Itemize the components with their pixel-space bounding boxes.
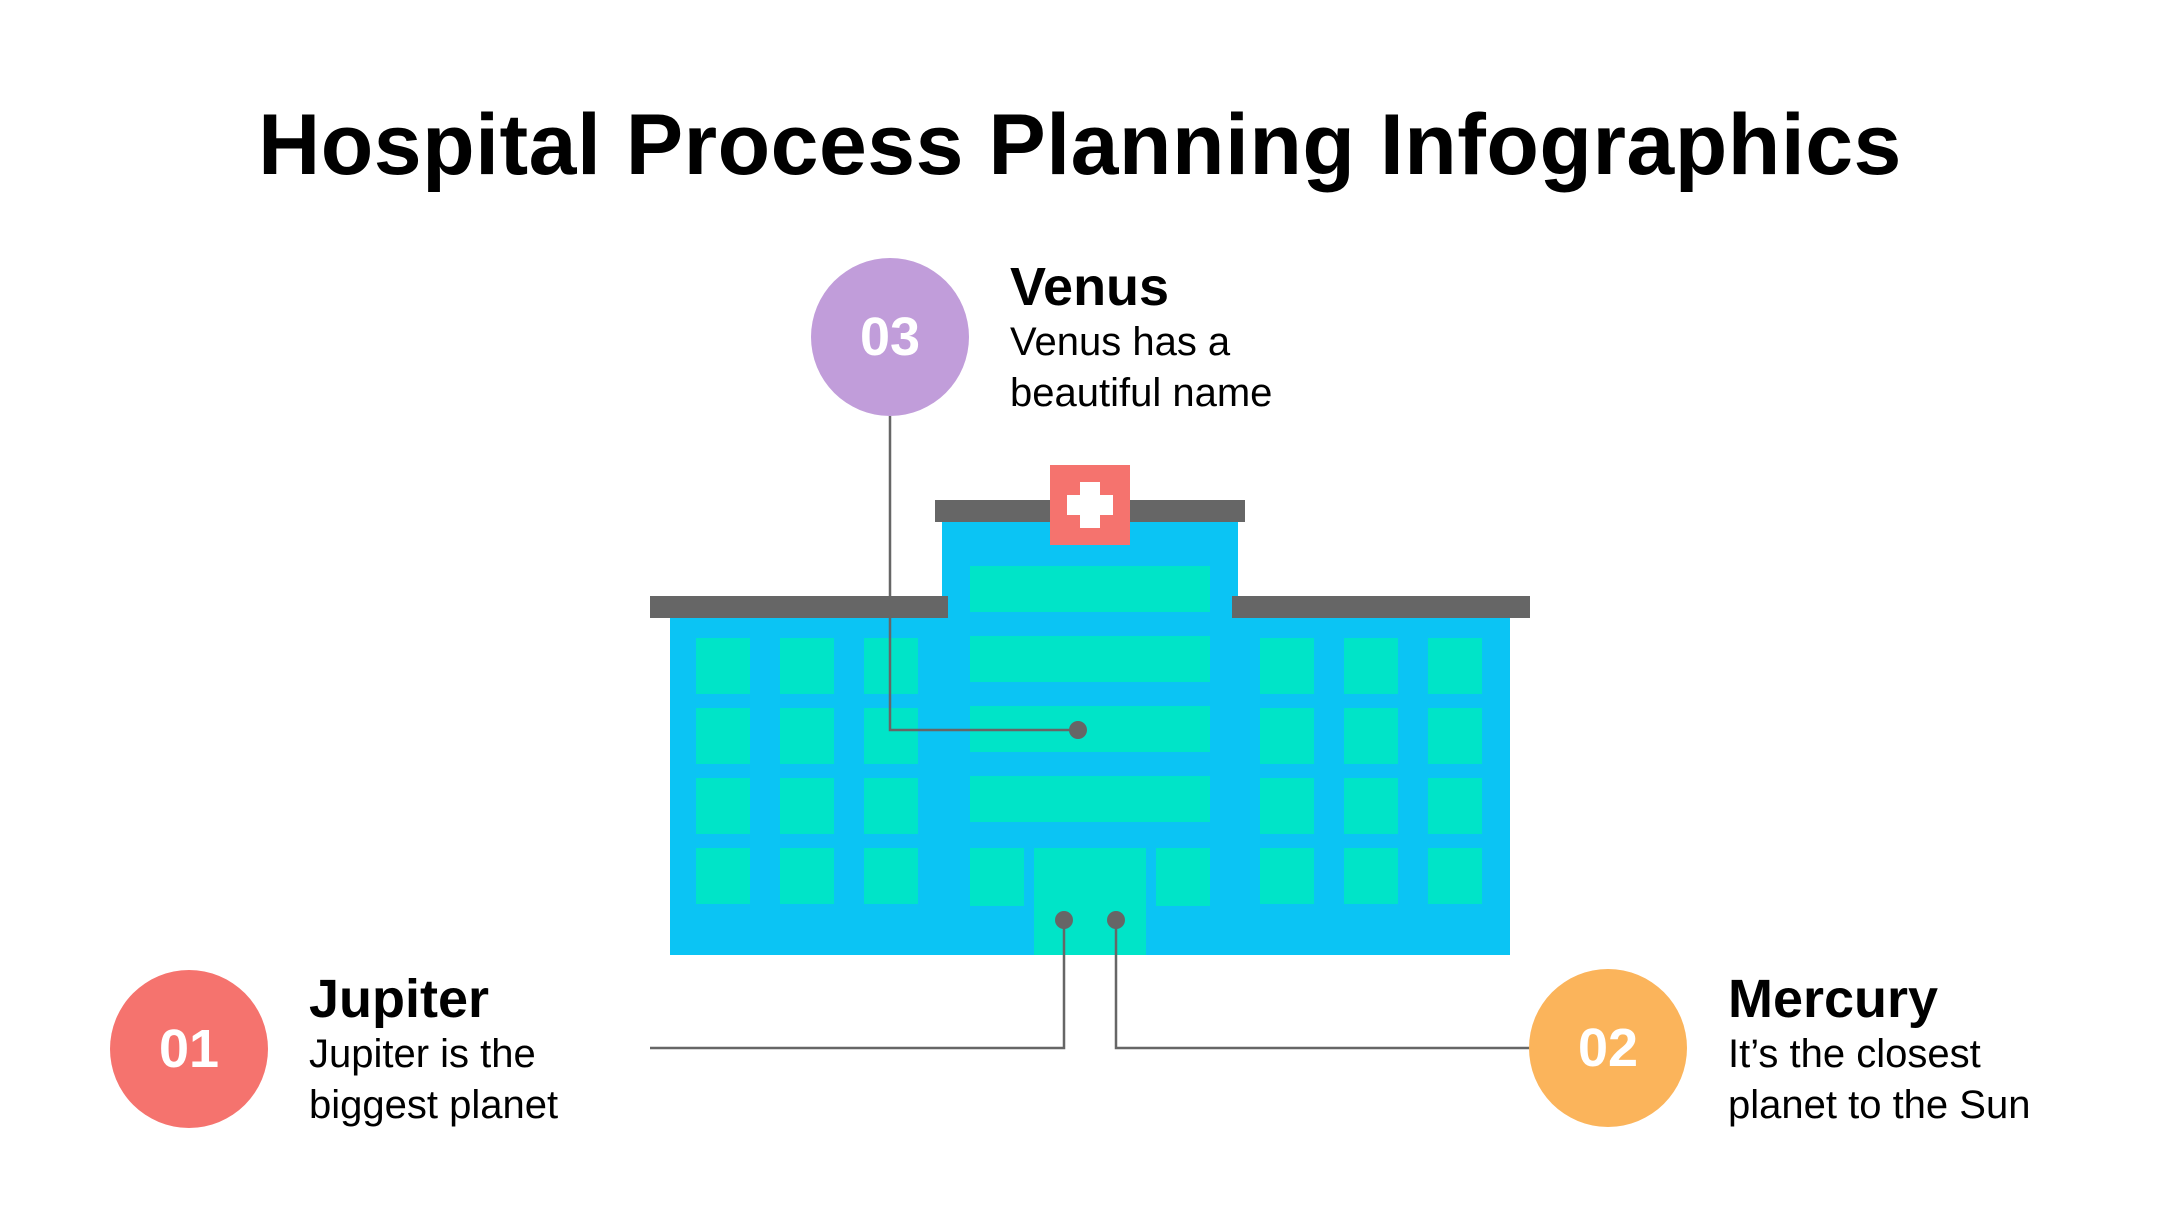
connector-dot-venus: [1069, 721, 1087, 739]
connector-jupiter: [650, 920, 1066, 1050]
entrance-door: [1034, 848, 1146, 955]
right-roof: [1232, 596, 1530, 618]
right-wing-windows: [1260, 638, 1482, 904]
step-title-jupiter: Jupiter: [309, 969, 490, 1029]
connector-dot-mercury: [1107, 911, 1125, 929]
connector-dot-jupiter: [1055, 911, 1073, 929]
step-desc-venus: Venus has a beautiful name: [1010, 320, 1273, 416]
medical-cross-icon: [1050, 465, 1130, 545]
connector-lines: [650, 416, 1530, 1050]
step-badge-venus: 03: [811, 258, 969, 416]
hospital-building-icon: [650, 500, 1530, 955]
step-text-venus: Venus Venus has a beautiful name: [1010, 257, 1273, 419]
step-desc-mercury: It’s the closest planet to the Sun: [1728, 1032, 2031, 1128]
step-text-jupiter: Jupiter Jupiter is the biggest planet: [309, 969, 559, 1131]
left-roof: [650, 596, 948, 618]
step-title-venus: Venus: [1010, 257, 1170, 317]
step-badge-mercury: 02: [1529, 969, 1687, 1127]
step-badge-jupiter: 01: [110, 970, 268, 1128]
step-text-mercury: Mercury It’s the closest planet to the S…: [1728, 969, 2031, 1131]
step-desc-jupiter: Jupiter is the biggest planet: [309, 1032, 559, 1128]
connector-dots: [1055, 721, 1125, 929]
page-title: Hospital Process Planning Infographics: [258, 97, 1902, 193]
step-title-mercury: Mercury: [1728, 969, 1939, 1029]
connector-venus: [888, 416, 1078, 732]
connector-mercury: [1114, 920, 1530, 1050]
